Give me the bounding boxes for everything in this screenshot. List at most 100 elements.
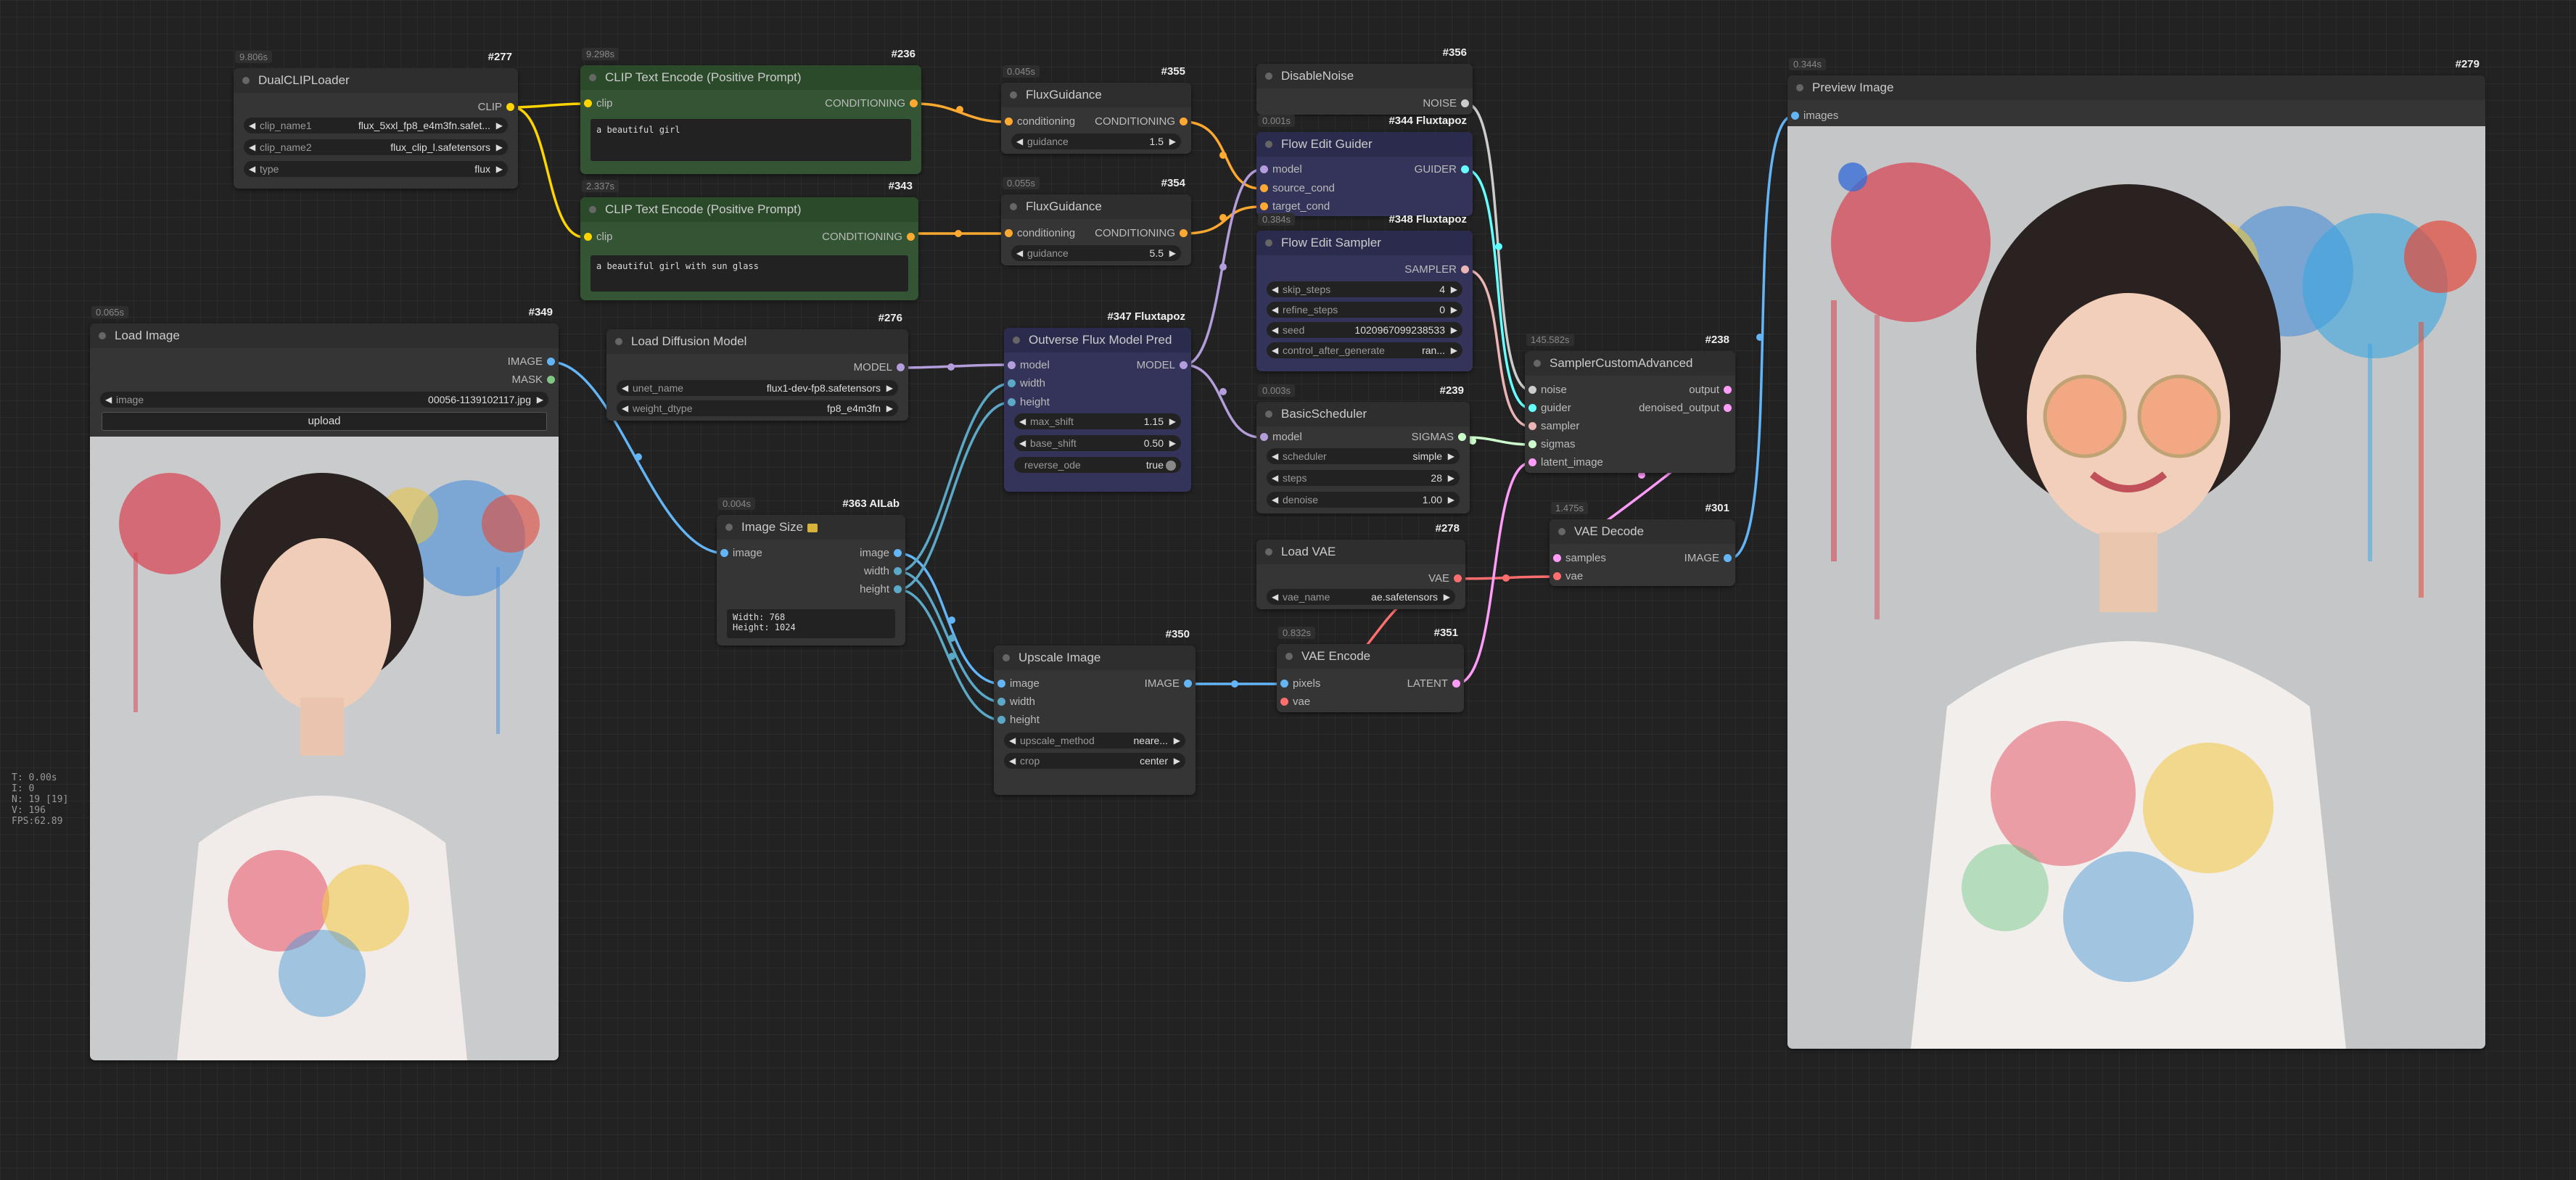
node-title-bar[interactable]: Flow Edit Guider [1256,132,1473,157]
input-model[interactable]: model [1008,357,1050,374]
arrow-left-icon[interactable]: ◀ [1009,735,1016,746]
output-image[interactable]: image [860,545,902,562]
output-pin-icon[interactable] [506,103,514,111]
output-pin-icon[interactable] [1461,165,1469,173]
input-noise[interactable]: noise [1528,381,1567,399]
node-sampler-custom-advanced[interactable]: 145.582s #238 SamplerCustomAdvanced nois… [1525,334,1735,473]
output-pin-icon[interactable] [910,99,918,107]
arrow-left-icon[interactable]: ◀ [1272,284,1279,294]
node-preview-image[interactable]: 0.344s #279 Preview Image images [1787,58,2485,1049]
node-title-bar[interactable]: VAE Encode [1277,644,1464,669]
collapse-dot-icon[interactable] [1010,91,1017,99]
node-title-bar[interactable]: Load Image [90,323,559,348]
prompt-textarea[interactable]: a beautiful girl with sun glass [590,255,908,292]
input-pin-icon[interactable] [1008,398,1016,406]
output-pin-icon[interactable] [897,363,905,371]
arrow-left-icon[interactable]: ◀ [622,403,629,413]
input-samples[interactable]: samples [1553,550,1606,567]
input-height[interactable]: height [997,711,1040,729]
output-pin-icon[interactable] [1180,229,1188,237]
node-title-bar[interactable]: SamplerCustomAdvanced [1525,351,1735,376]
output-pin-icon[interactable] [894,567,902,575]
node-vae-encode[interactable]: 0.832s #351 VAE Encode pixels vae LATENT [1277,627,1464,712]
output-image[interactable]: IMAGE [1145,675,1192,693]
arrow-left-icon[interactable]: ◀ [1272,495,1279,505]
input-model[interactable]: model [1260,429,1302,446]
output-model[interactable]: MODEL [854,359,905,376]
input-pin-icon[interactable] [1280,698,1288,706]
arrow-left-icon[interactable]: ◀ [1272,592,1279,602]
arrow-left-icon[interactable]: ◀ [1009,756,1016,766]
arrow-right-icon[interactable]: ▶ [1169,416,1176,426]
node-title-bar[interactable]: CLIP Text Encode (Positive Prompt) [580,197,918,222]
collapse-dot-icon[interactable] [1003,654,1010,661]
arrow-right-icon[interactable]: ▶ [495,120,503,131]
arrow-right-icon[interactable]: ▶ [536,395,543,405]
input-pin-icon[interactable] [720,549,728,557]
input-pin-icon[interactable] [997,680,1005,688]
output-pin-icon[interactable] [1180,117,1188,125]
arrow-right-icon[interactable]: ▶ [1169,438,1176,448]
output-pin-icon[interactable] [894,549,902,557]
output-pin-icon[interactable] [907,233,915,241]
output-pin-icon[interactable] [547,358,555,366]
input-pin-icon[interactable] [1260,202,1268,210]
input-pin-icon[interactable] [1528,386,1536,394]
node-load-image[interactable]: 0.065s #349 Load Image IMAGE MASK ◀image… [90,306,559,1060]
input-guider[interactable]: guider [1528,400,1571,417]
collapse-dot-icon[interactable] [1265,141,1272,148]
output-sampler[interactable]: SAMPLER [1404,261,1469,279]
node-vae-decode[interactable]: 1.475s #301 VAE Decode samples vae IMAGE [1550,502,1735,586]
node-title-bar[interactable]: Upscale Image [994,645,1196,670]
input-image[interactable]: image [720,545,762,562]
node-upscale-image[interactable]: #350 Upscale Image image width height IM… [994,628,1196,795]
collapse-dot-icon[interactable] [1265,410,1272,418]
input-width[interactable]: width [997,693,1035,711]
node-title-bar[interactable]: DisableNoise [1256,64,1473,88]
input-image[interactable]: image [997,675,1040,693]
output-vae[interactable]: VAE [1428,570,1462,587]
node-title-bar[interactable]: Load Diffusion Model [606,329,908,354]
input-pin-icon[interactable] [1005,117,1013,125]
input-pin-icon[interactable] [1280,680,1288,688]
output-pin-icon[interactable] [1458,433,1466,441]
arrow-right-icon[interactable]: ▶ [495,164,503,174]
collapse-dot-icon[interactable] [725,524,733,531]
node-flow-edit-sampler[interactable]: 0.384s #348 Fluxtapoz Flow Edit Sampler … [1256,213,1473,371]
output-guider[interactable]: GUIDER [1415,161,1469,178]
collapse-dot-icon[interactable] [1285,653,1293,660]
arrow-left-icon[interactable]: ◀ [249,164,256,174]
node-title-bar[interactable]: Image Size [717,515,905,540]
output-pin-icon[interactable] [894,585,902,593]
node-load-diffusion-model[interactable]: #276 Load Diffusion Model MODEL ◀unet_na… [606,312,908,421]
output-pin-icon[interactable] [1461,99,1469,107]
arrow-left-icon[interactable]: ◀ [249,120,256,131]
arrow-left-icon[interactable]: ◀ [1019,416,1026,426]
collapse-dot-icon[interactable] [1265,239,1272,247]
node-clip-text-encode-1[interactable]: 9.298s #236 CLIP Text Encode (Positive P… [580,48,921,174]
arrow-left-icon[interactable]: ◀ [1272,451,1279,461]
node-disable-noise[interactable]: #356 DisableNoise NOISE [1256,46,1473,115]
input-source-cond[interactable]: source_cond [1260,180,1335,197]
arrow-right-icon[interactable]: ▶ [1447,495,1454,505]
arrow-right-icon[interactable]: ▶ [1173,735,1180,746]
input-pin-icon[interactable] [997,698,1005,706]
node-flux-guidance-2[interactable]: 0.055s #354 FluxGuidance conditioning CO… [1001,177,1191,265]
collapse-dot-icon[interactable] [99,332,106,339]
node-dual-clip-loader[interactable]: 9.806s #277 DualCLIPLoader CLIP ◀clip_na… [234,51,518,189]
arrow-left-icon[interactable]: ◀ [1272,473,1279,483]
arrow-left-icon[interactable]: ◀ [1272,345,1279,355]
output-output[interactable]: output [1689,381,1732,399]
arrow-right-icon[interactable]: ▶ [1450,345,1457,355]
